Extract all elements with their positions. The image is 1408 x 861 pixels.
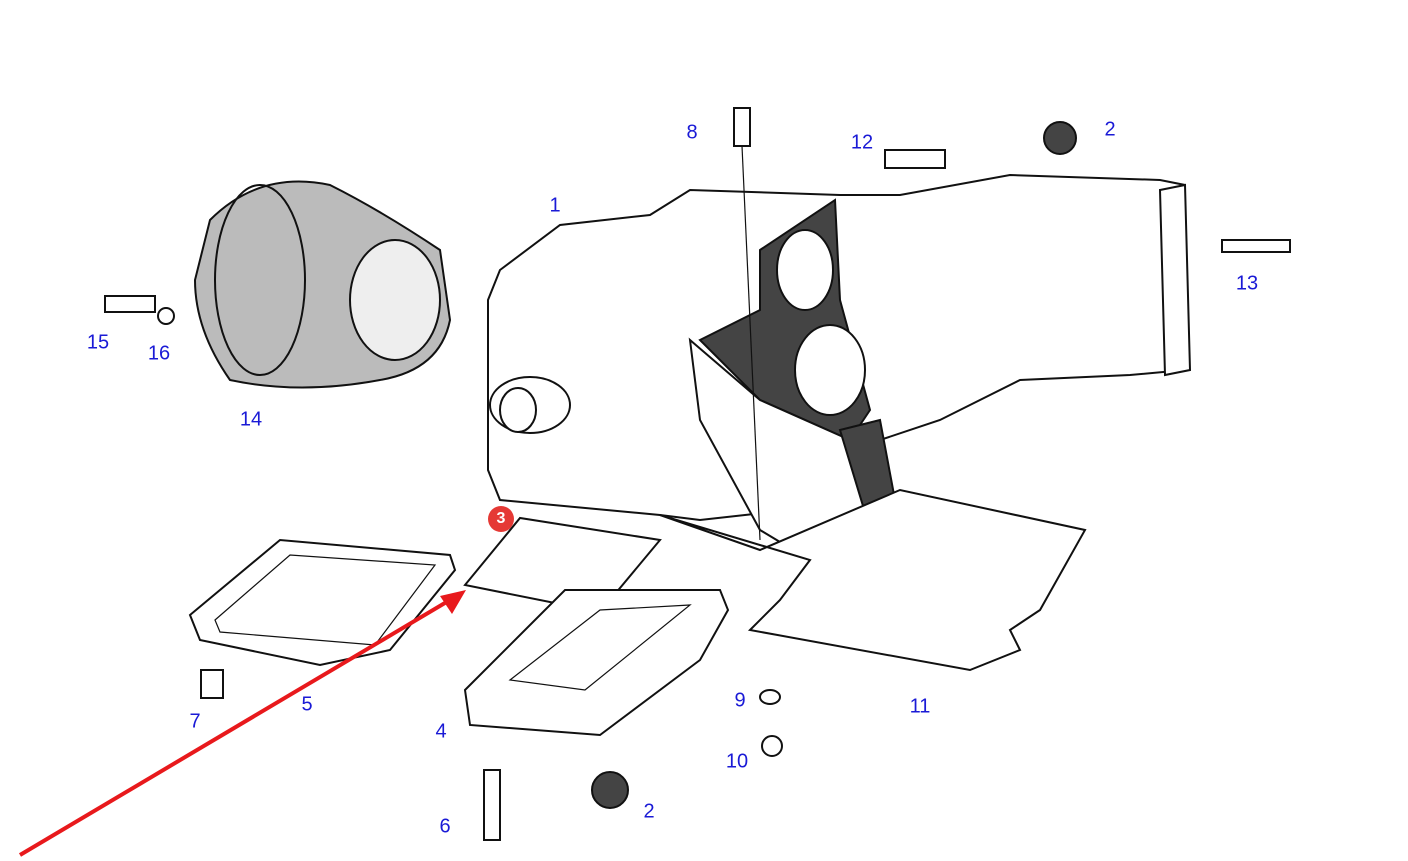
nut-part-10 [761,735,783,757]
callout-10: 10 [725,750,749,773]
callout-1: 1 [549,194,561,217]
callout-8: 8 [686,121,698,144]
callout-9: 9 [734,689,746,712]
highlight-badge-3: 3 [488,506,514,532]
callout-2-bottom: 2 [643,800,655,823]
callout-12: 12 [850,131,874,154]
plug-part-2-bottom [591,771,629,809]
washer-part-9 [759,689,781,705]
callout-6: 6 [439,815,451,838]
callout-5: 5 [301,693,313,716]
bolt-part-12 [884,149,946,169]
bolt-part-7 [200,669,224,699]
callout-4: 4 [435,720,447,743]
washer-part-16 [157,307,175,325]
callout-7: 7 [189,710,201,733]
red-pointer-arrow [18,590,466,857]
gasket-part-5 [188,538,457,667]
callout-13: 13 [1235,272,1259,295]
flange-plate-part-4 [463,589,730,737]
callout-2-top: 2 [1104,118,1116,141]
bolt-part-15 [104,295,156,313]
callout-14: 14 [239,408,263,431]
cover-plate-part-11 [659,488,1087,672]
callout-16: 16 [147,342,171,365]
pin-part-13 [1221,239,1291,253]
end-cap-part-14 [193,180,452,389]
bolt-part-8 [733,107,751,147]
plug-part-2-top [1043,121,1077,155]
callout-15: 15 [86,331,110,354]
bolt-part-6 [483,769,501,841]
callout-11: 11 [909,695,931,718]
